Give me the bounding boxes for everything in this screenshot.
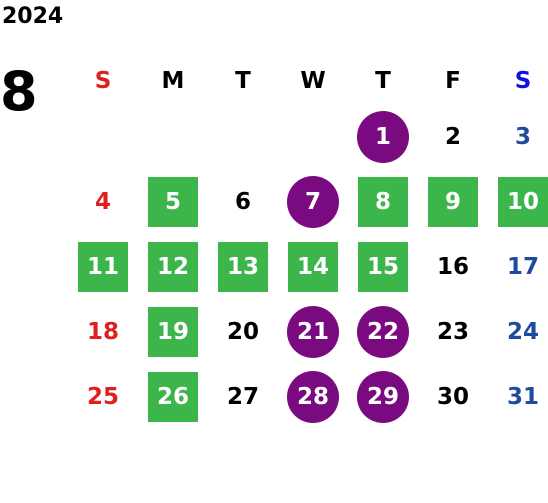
day-16[interactable]: 16: [436, 253, 469, 280]
day-8[interactable]: 8: [358, 176, 408, 227]
calendar-cell: [278, 104, 348, 169]
calendar-cell: 20: [208, 299, 278, 364]
calendar-cell: 28: [278, 364, 348, 429]
calendar-cell: 24: [488, 299, 548, 364]
weekday-header-fri: F: [445, 68, 461, 94]
calendar-cell: 10: [488, 169, 548, 234]
day-22[interactable]: 22: [357, 305, 409, 358]
day-18[interactable]: 18: [86, 318, 119, 345]
day-7[interactable]: 7: [287, 175, 339, 228]
calendar-cell: 30: [418, 364, 488, 429]
day-19[interactable]: 19: [148, 306, 198, 357]
day-23[interactable]: 23: [436, 318, 469, 345]
weekday-header-sat: S: [514, 68, 532, 94]
calendar-cell: 7: [278, 169, 348, 234]
weekday-header-thu: T: [375, 68, 391, 94]
day-20[interactable]: 20: [226, 318, 259, 345]
day-1[interactable]: 1: [357, 110, 409, 163]
day-5[interactable]: 5: [148, 176, 198, 227]
calendar-cell: 27: [208, 364, 278, 429]
calendar-cell: 12: [138, 234, 208, 299]
day-4[interactable]: 4: [94, 188, 111, 215]
day-3[interactable]: 3: [514, 123, 531, 150]
calendar-cell: 15: [348, 234, 418, 299]
day-14[interactable]: 14: [288, 241, 338, 292]
calendar-cell: 29: [348, 364, 418, 429]
day-13[interactable]: 13: [218, 241, 268, 292]
calendar-cell: 9: [418, 169, 488, 234]
month-number: 8: [0, 60, 38, 123]
day-21[interactable]: 21: [287, 305, 339, 358]
calendar-cell: 16: [418, 234, 488, 299]
day-2[interactable]: 2: [444, 123, 461, 150]
day-11[interactable]: 11: [78, 241, 128, 292]
day-9[interactable]: 9: [428, 176, 478, 227]
weekday-header-wed: W: [300, 68, 326, 94]
calendar-cell: 1: [348, 104, 418, 169]
day-6[interactable]: 6: [234, 188, 251, 215]
day-17[interactable]: 17: [506, 253, 539, 280]
day-10[interactable]: 10: [498, 176, 548, 227]
day-27[interactable]: 27: [226, 383, 259, 410]
calendar-cell: 8: [348, 169, 418, 234]
year-label: 2024: [2, 4, 64, 29]
day-26[interactable]: 26: [148, 371, 198, 422]
day-24[interactable]: 24: [506, 318, 539, 345]
weekday-header-mon: M: [161, 68, 185, 94]
calendar-cell: 5: [138, 169, 208, 234]
calendar-cell: 13: [208, 234, 278, 299]
calendar-cell: 22: [348, 299, 418, 364]
day-29[interactable]: 29: [357, 370, 409, 423]
calendar-cell: 25: [68, 364, 138, 429]
calendar-cell: [208, 104, 278, 169]
calendar-cell: 3: [488, 104, 548, 169]
calendar-cell: 14: [278, 234, 348, 299]
calendar-cell: 23: [418, 299, 488, 364]
day-25[interactable]: 25: [86, 383, 119, 410]
calendar-cell: 26: [138, 364, 208, 429]
calendar-cell: 21: [278, 299, 348, 364]
calendar-cell: 6: [208, 169, 278, 234]
calendar-cell: 19: [138, 299, 208, 364]
day-12[interactable]: 12: [148, 241, 198, 292]
calendar-cell: 18: [68, 299, 138, 364]
calendar-cell: [68, 104, 138, 169]
weekday-header-sun: S: [94, 68, 112, 94]
calendar-cell: 4: [68, 169, 138, 234]
weekday-header-tue: T: [235, 68, 251, 94]
day-28[interactable]: 28: [287, 370, 339, 423]
day-30[interactable]: 30: [436, 383, 469, 410]
calendar-cell: 11: [68, 234, 138, 299]
day-31[interactable]: 31: [506, 383, 539, 410]
calendar-cell: 2: [418, 104, 488, 169]
calendar-cell: [138, 104, 208, 169]
calendar-cell: 17: [488, 234, 548, 299]
day-15[interactable]: 15: [358, 241, 408, 292]
calendar-cell: 31: [488, 364, 548, 429]
